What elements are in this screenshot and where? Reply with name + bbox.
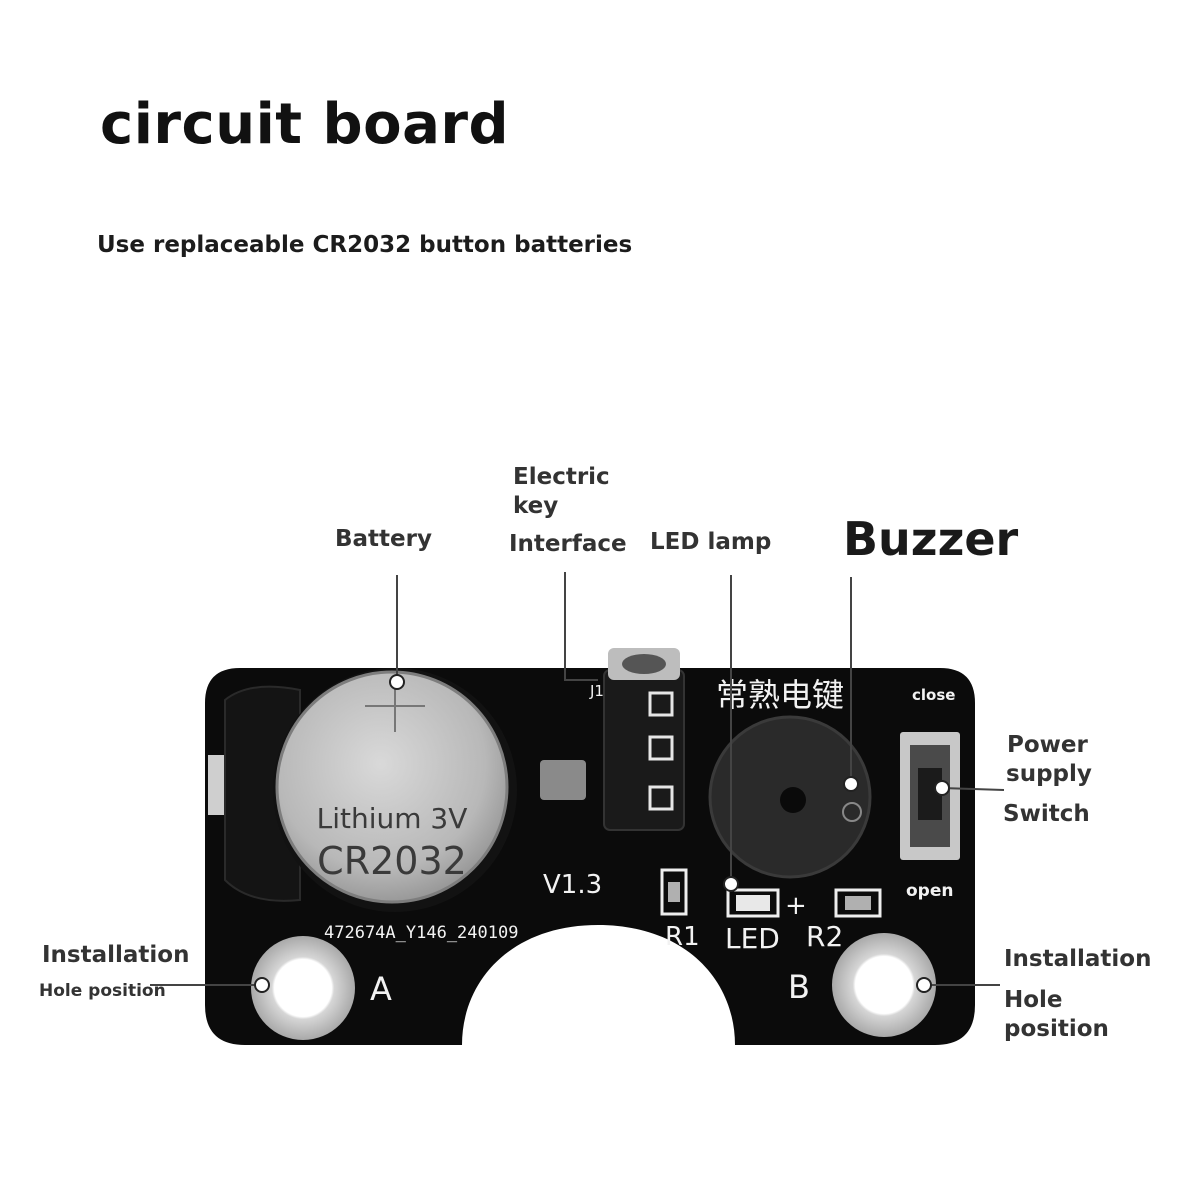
- hole-a-text: A: [370, 970, 392, 1008]
- r1-text: R1: [665, 922, 700, 952]
- jack-leader: [564, 572, 598, 681]
- open-text: open: [906, 881, 953, 901]
- page-title: circuit board: [100, 92, 510, 157]
- power-leader-dot: [934, 780, 950, 796]
- callout-install-right-1: Installation: [1004, 946, 1152, 972]
- install-left-dot: [254, 977, 270, 993]
- callout-electric-key-1: Electric: [513, 464, 610, 490]
- callout-electric-key-3: Interface: [509, 531, 627, 557]
- power-switch: [900, 732, 960, 860]
- callout-power-2: supply: [1006, 761, 1092, 787]
- installation-hole-b: [832, 933, 936, 1037]
- callout-install-right-3: position: [1004, 1016, 1109, 1042]
- callout-electric-key-2: key: [513, 493, 559, 519]
- led-leader-dot: [723, 876, 739, 892]
- close-text: close: [912, 686, 955, 704]
- hole-b-text: B: [788, 968, 810, 1006]
- battery-leader-dot: [389, 674, 405, 690]
- jack-label-text: J1: [589, 682, 604, 700]
- battery-text-2: CR2032: [317, 839, 467, 883]
- chinese-label-text: 常熟电键: [716, 676, 844, 714]
- cr2032-battery: [275, 670, 509, 904]
- smd-r1: [660, 868, 688, 916]
- part-code-text: 472674A_Y146_240109: [324, 923, 518, 943]
- led-plus-text: +: [785, 891, 807, 921]
- buzzer-leader-dot: [843, 776, 859, 792]
- buzzer-component: [708, 715, 872, 879]
- led-text: LED: [725, 922, 780, 955]
- callout-led-lamp: LED lamp: [650, 529, 772, 555]
- callout-battery: Battery: [335, 526, 432, 552]
- callout-install-left-2: Hole position: [39, 981, 166, 1001]
- callout-buzzer: Buzzer: [843, 512, 1019, 566]
- smd-led: [726, 888, 780, 918]
- installation-hole-a: [251, 936, 355, 1040]
- callout-power-1: Power: [1007, 732, 1088, 758]
- r2-text: R2: [806, 920, 843, 953]
- callout-install-left-1: Installation: [42, 942, 190, 968]
- version-text: V1.3: [543, 870, 602, 900]
- callout-install-right-2: Hole: [1004, 987, 1063, 1013]
- page-subtitle: Use replaceable CR2032 button batteries: [97, 232, 633, 258]
- power-switch-leader: [941, 787, 1005, 791]
- install-right-dot: [916, 977, 932, 993]
- electric-key-jack: [603, 648, 685, 831]
- smd-r2: [834, 888, 882, 918]
- callout-power-3: Switch: [1003, 801, 1090, 827]
- battery-text-1: Lithium 3V: [317, 802, 468, 835]
